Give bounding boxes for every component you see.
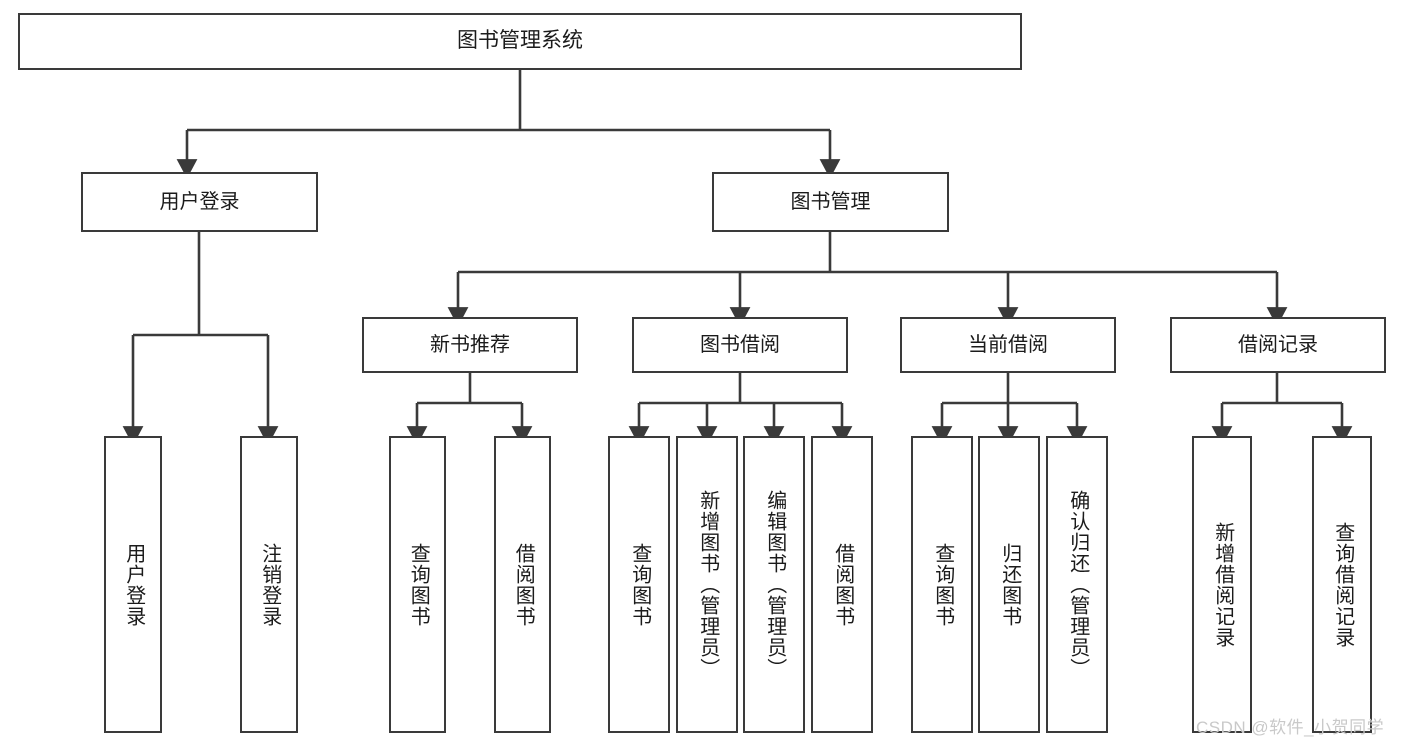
node-new-book-recommend[interactable]: 新书推荐 <box>362 317 578 373</box>
node-label: 借阅图书 <box>512 542 535 627</box>
node-label: 当前借阅 <box>968 333 1048 356</box>
csdn-watermark: CSDN @软件_小贺同学 <box>1196 718 1385 737</box>
node-label: 借阅记录 <box>1238 333 1318 356</box>
leaf-record-query-record[interactable]: 查询借阅记录 <box>1312 436 1372 733</box>
leaf-borrow-add-book-admin[interactable]: 新增图书（管理员） <box>676 436 738 733</box>
leaf-current-return-book[interactable]: 归还图书 <box>978 436 1040 733</box>
node-label: 查询图书 <box>931 542 954 627</box>
node-borrow-record[interactable]: 借阅记录 <box>1170 317 1386 373</box>
leaf-recommend-borrow-book[interactable]: 借阅图书 <box>494 436 551 733</box>
leaf-user-login[interactable]: 用户登录 <box>104 436 162 733</box>
node-label: 查询图书 <box>628 542 651 627</box>
node-book-management[interactable]: 图书管理 <box>712 172 949 232</box>
node-label: 新增借阅记录 <box>1211 521 1234 648</box>
node-label: 新增图书（管理员） <box>696 490 719 679</box>
leaf-borrow-edit-book-admin[interactable]: 编辑图书（管理员） <box>743 436 805 733</box>
node-label: 用户登录 <box>122 542 145 627</box>
node-label: 注销登录 <box>258 542 281 627</box>
node-root-system[interactable]: 图书管理系统 <box>18 13 1022 70</box>
node-label: 借阅图书 <box>831 542 854 627</box>
node-label: 确认归还（管理员） <box>1066 490 1089 679</box>
node-label: 查询借阅记录 <box>1331 521 1354 648</box>
leaf-user-logout[interactable]: 注销登录 <box>240 436 298 733</box>
node-current-borrow[interactable]: 当前借阅 <box>900 317 1116 373</box>
node-label: 图书借阅 <box>700 333 780 356</box>
leaf-current-query-book[interactable]: 查询图书 <box>911 436 973 733</box>
leaf-record-add-record[interactable]: 新增借阅记录 <box>1192 436 1252 733</box>
node-label: 图书管理系统 <box>457 29 583 53</box>
node-label: 查询图书 <box>407 542 430 627</box>
node-user-login[interactable]: 用户登录 <box>81 172 318 232</box>
node-label: 归还图书 <box>998 542 1021 627</box>
node-book-borrow[interactable]: 图书借阅 <box>632 317 848 373</box>
leaf-borrow-borrow-book[interactable]: 借阅图书 <box>811 436 873 733</box>
node-label: 用户登录 <box>159 190 240 213</box>
leaf-current-confirm-return-admin[interactable]: 确认归还（管理员） <box>1046 436 1108 733</box>
leaf-recommend-query-book[interactable]: 查询图书 <box>389 436 446 733</box>
node-label: 新书推荐 <box>430 333 510 356</box>
node-label: 图书管理 <box>790 190 871 213</box>
node-label: 编辑图书（管理员） <box>763 490 786 679</box>
leaf-borrow-query-book[interactable]: 查询图书 <box>608 436 670 733</box>
